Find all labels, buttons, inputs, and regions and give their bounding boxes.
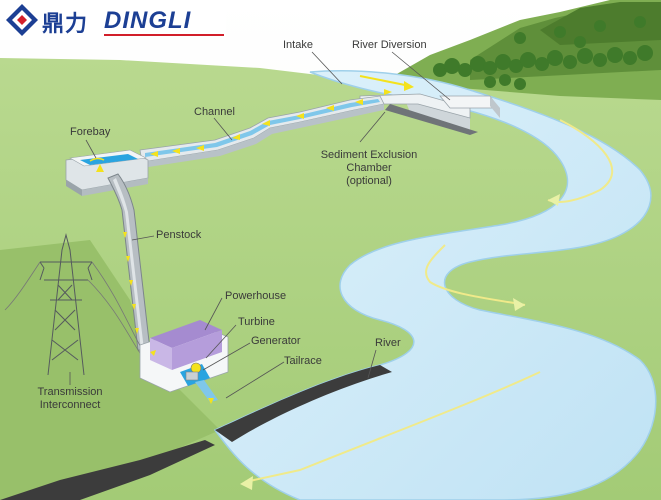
powerhouse: [139, 320, 229, 404]
logo-english-text: DINGLI: [104, 7, 192, 34]
label-intake: Intake: [283, 39, 313, 51]
label-transmission-line2: Interconnect: [39, 399, 101, 411]
label-river-diversion: River Diversion: [352, 39, 427, 51]
label-sediment-exclusion: Sediment Exclusion Chamber (optional): [318, 149, 420, 188]
trees: [433, 16, 653, 90]
river-arrowheads: [240, 194, 560, 490]
label-sediment-line2: Chamber: [346, 162, 392, 174]
leader-lines: [69, 51, 451, 399]
label-river: River: [375, 337, 401, 349]
label-generator: Generator: [251, 335, 301, 347]
river-flow-arrows: [244, 119, 614, 483]
label-transmission-interconnect: Transmission Interconnect: [34, 386, 106, 412]
label-transmission-line1: Transmission: [37, 386, 103, 398]
forebay: [65, 149, 149, 196]
channel: [139, 95, 385, 168]
label-turbine: Turbine: [238, 316, 275, 328]
label-penstock: Penstock: [156, 229, 202, 241]
dingli-logo-icon: [6, 4, 38, 36]
left-slope: [0, 240, 220, 500]
diversion-weir: [359, 93, 500, 135]
logo-chinese-text: 鼎力: [42, 12, 89, 37]
river-bank: [215, 365, 392, 442]
diversion-arrow: [359, 75, 414, 95]
label-sediment-line3: (optional): [346, 175, 392, 187]
label-channel: Channel: [194, 106, 235, 118]
channel-arrows: [150, 99, 363, 157]
label-sediment-line1: Sediment Exclusion: [320, 149, 418, 161]
logo-underline: [104, 34, 224, 36]
brand-logo: 鼎力 DINGLI: [0, 0, 226, 40]
label-tailrace: Tailrace: [284, 355, 322, 367]
river-bank-left: [0, 440, 215, 500]
label-powerhouse: Powerhouse: [225, 290, 287, 302]
label-forebay: Forebay: [70, 126, 111, 138]
